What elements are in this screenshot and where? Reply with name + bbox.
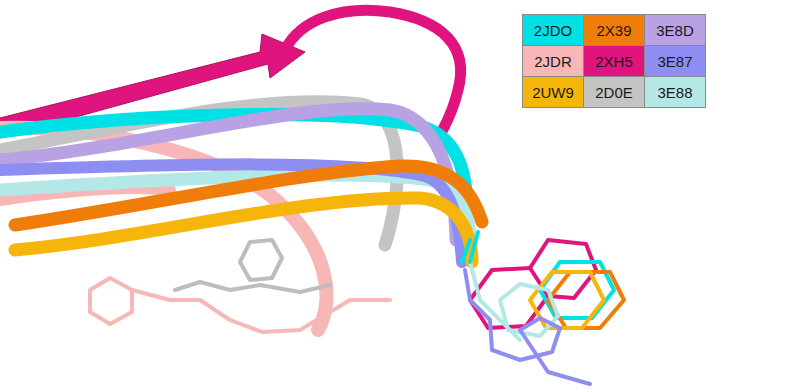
pdb-id: 3E8D [656, 22, 694, 39]
pdb-id: 3E88 [657, 84, 692, 101]
legend-table: 2JDO 2X39 3E8D 2JDR 2XH5 3E87 2UW9 2D0E 3E88 [522, 14, 706, 108]
legend-swatch: 2UW9 [523, 77, 584, 108]
legend-swatch: 2JDO [523, 15, 584, 46]
legend-swatch: 2D0E [584, 77, 645, 108]
legend-swatch: 2XH5 [584, 46, 645, 77]
pdb-id: 3E87 [657, 53, 692, 70]
pdb-id: 2XH5 [595, 53, 633, 70]
pdb-id: 2D0E [595, 84, 633, 101]
legend-swatch: 3E8D [645, 15, 706, 46]
legend-swatch: 3E87 [645, 46, 706, 77]
pdb-id: 2UW9 [532, 84, 574, 101]
legend-swatch: 2JDR [523, 46, 584, 77]
legend-swatch: 2X39 [584, 15, 645, 46]
legend-swatch: 3E88 [645, 77, 706, 108]
pdb-id: 2JDR [534, 53, 572, 70]
pdb-id: 2JDO [534, 22, 572, 39]
pdb-id: 2X39 [596, 22, 631, 39]
